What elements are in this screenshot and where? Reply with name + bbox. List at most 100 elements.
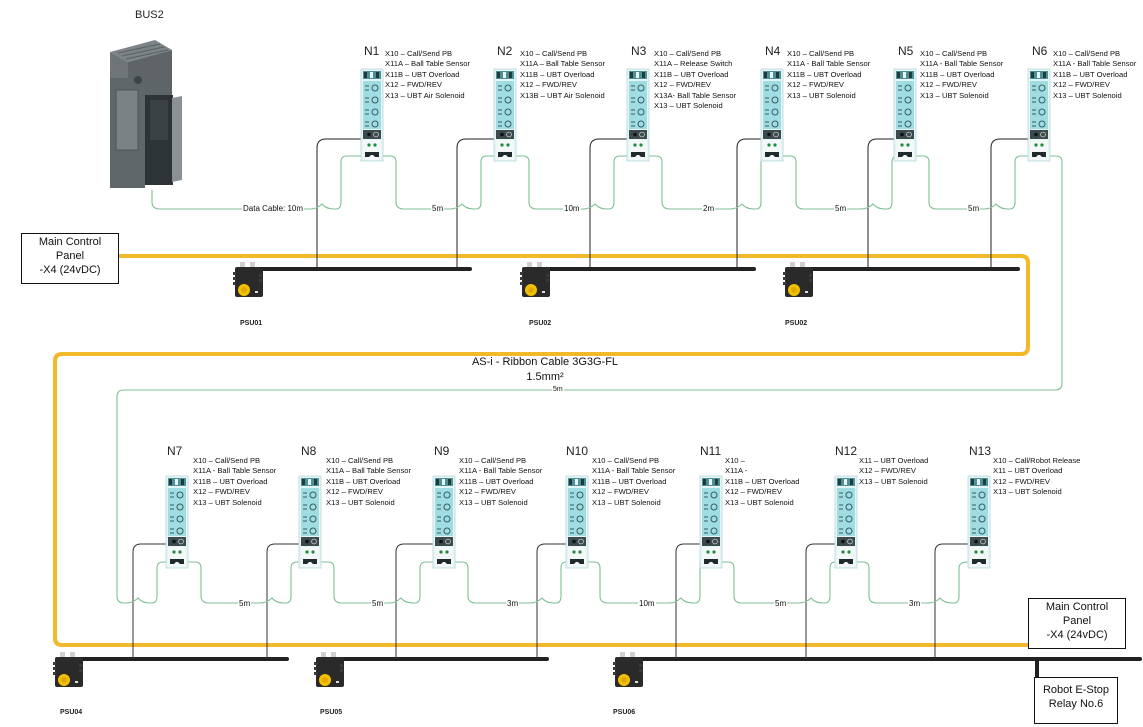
io-line: X11B – UBT Overload — [654, 69, 729, 79]
panel-line: Main Control — [38, 236, 102, 248]
io-line: X12 – FWD/REV — [920, 80, 977, 90]
psu-label-psu02a: PSU02 — [529, 320, 552, 327]
io-line: X11B – UBT Overload — [592, 476, 667, 486]
psu-label-psu01: PSU01 — [240, 320, 263, 327]
io-line: X10 – Call/Send PB — [193, 456, 261, 465]
psu-icon-psu06[interactable] — [613, 652, 643, 687]
module-n7[interactable] — [165, 475, 189, 569]
cable-length-n1-n2: 5m — [431, 204, 445, 213]
io-line: X11A - Ball Table Sensor — [1053, 59, 1137, 69]
relay-line: Robot E-Stop — [1042, 684, 1110, 696]
cable-length-n2-n3: 10m — [563, 204, 581, 213]
io-line: X10 – Call/Send PB — [326, 456, 394, 465]
io-line: X10 – — [725, 456, 745, 465]
cable-length-n5-n6: 5m — [967, 204, 981, 213]
io-line: X10 – Call/Send PB — [920, 49, 988, 58]
io-line: X11B – UBT Overload — [326, 476, 401, 486]
module-n8[interactable] — [298, 475, 322, 569]
cable-length-n3-n4: 2m — [702, 204, 716, 213]
io-line: X11A – Ball Table Sensor — [385, 59, 470, 69]
node-io-n7: X10 – Call/Send PB X11A - Ball Table Sen… — [193, 456, 276, 508]
io-line: X11B – UBT Overload — [193, 476, 268, 486]
module-n10[interactable] — [565, 475, 589, 569]
node-io-n1: X10 – Call/Send PB X11A – Ball Table Sen… — [385, 49, 470, 101]
node-title-n5: N5 — [898, 44, 914, 58]
io-line: X10 – Call/Send PB — [1053, 49, 1121, 58]
main-control-panel-bottom[interactable]: Main Control Panel -X4 (24vDC) — [1028, 598, 1126, 649]
psu-label-psu06: PSU06 — [613, 709, 636, 716]
psu-icon-psu02a[interactable] — [520, 262, 550, 297]
asi-ribbon-cable — [53, 254, 1030, 647]
io-line: X12 – FWD/REV — [654, 80, 711, 90]
io-line: X11A - Ball Table Sensor — [920, 59, 1004, 69]
io-line: X11A – Ball Table Sensor — [520, 59, 605, 69]
io-line: X12 – FWD/REV — [326, 487, 383, 497]
io-line: X13 – UBT Air Solenoid — [385, 90, 465, 100]
io-line: X12 – FWD/REV — [725, 487, 782, 497]
module-n11[interactable] — [699, 475, 723, 569]
node-title-n6: N6 — [1032, 44, 1048, 58]
io-line: X12 – FWD/REV — [459, 487, 516, 497]
panel-line: Panel — [1062, 615, 1092, 627]
psu-icon-psu02b[interactable] — [783, 262, 813, 297]
cable-length-n11-n12: 5m — [774, 599, 788, 608]
node-io-n4: X10 – Call/Send PB X11A - Ball Table Sen… — [787, 49, 870, 101]
io-line: X12 – FWD/REV — [993, 476, 1050, 486]
io-line: X13A- Ball Table Sensor — [654, 90, 737, 100]
psu-icon-psu01[interactable] — [233, 262, 263, 297]
io-line: X13 – UBT Solenoid — [654, 100, 723, 110]
node-io-n13: X10 – Call/Robot Release X11 – UBT Overl… — [993, 456, 1080, 498]
io-line: X11 – UBT Overload — [859, 456, 929, 465]
node-title-n3: N3 — [631, 44, 647, 58]
io-line: X12 – FWD/REV — [1053, 80, 1110, 90]
module-n1[interactable] — [360, 68, 384, 162]
io-line: X10 – Call/Send PB — [459, 456, 527, 465]
module-n9[interactable] — [432, 475, 456, 569]
node-title-n9: N9 — [434, 444, 450, 458]
ribbon-cable-type: AS-i - Ribbon Cable 3G3G-FL — [471, 356, 619, 368]
io-line: X13 – UBT Solenoid — [993, 487, 1062, 497]
io-line: X11A - Ball Table Sensor — [787, 59, 871, 69]
io-line: X10 – Call/Send PB — [592, 456, 660, 465]
panel-line: -X4 (24vDC) — [1046, 629, 1108, 641]
node-title-n4: N4 — [765, 44, 781, 58]
io-line: X12 – FWD/REV — [385, 80, 442, 90]
node-io-n6: X10 – Call/Send PB X11A - Ball Table Sen… — [1053, 49, 1136, 101]
io-line: X11B – UBT Overload — [1053, 69, 1128, 79]
io-line: X11B – UBT Overload — [787, 69, 862, 79]
psu-label-psu05: PSU05 — [320, 709, 343, 716]
io-line: X11 – UBT Overload — [993, 466, 1063, 476]
io-line: X11B – UBT Overload — [385, 69, 460, 79]
node-title-n13: N13 — [969, 444, 992, 458]
io-line: X12 – FWD/REV — [193, 487, 250, 497]
bus-coupler-icon[interactable] — [110, 40, 182, 188]
ribbon-cable-size: 1.5mm² — [526, 371, 564, 383]
panel-line: Panel — [55, 250, 85, 262]
io-line: X10 – Call/Send PB — [520, 49, 588, 58]
psu-icon-psu04[interactable] — [53, 652, 83, 687]
cable-length-n7-n8: 5m — [238, 599, 252, 608]
module-n5[interactable] — [893, 68, 917, 162]
io-line: X13 – UBT Solenoid — [326, 497, 395, 507]
io-line: X12 – FWD/REV — [859, 466, 916, 476]
module-n3[interactable] — [626, 68, 650, 162]
io-line: X13 – UBT Solenoid — [859, 476, 928, 486]
module-n6[interactable] — [1027, 68, 1051, 162]
data-cable-bottom — [188, 561, 969, 604]
drop-lines-bottom — [132, 543, 968, 659]
module-n2[interactable] — [493, 68, 517, 162]
robot-estop-relay[interactable]: Robot E-Stop Relay No.6 — [1034, 677, 1118, 724]
module-n4[interactable] — [760, 68, 784, 162]
module-n12[interactable] — [834, 475, 858, 569]
module-n13[interactable] — [967, 475, 991, 569]
io-line: X11B – UBT Overload — [725, 476, 800, 486]
io-line: X12 – FWD/REV — [592, 487, 649, 497]
io-line: X10 – Call/Send PB — [654, 49, 722, 58]
io-line: X13 – UBT Solenoid — [1053, 90, 1122, 100]
main-control-panel-top[interactable]: Main Control Panel -X4 (24vDC) — [21, 233, 119, 284]
io-line: X13 – UBT Solenoid — [193, 497, 262, 507]
io-line: X11A - — [725, 466, 748, 476]
psu-label-psu04: PSU04 — [60, 709, 83, 716]
psu-icon-psu05[interactable] — [314, 652, 344, 687]
